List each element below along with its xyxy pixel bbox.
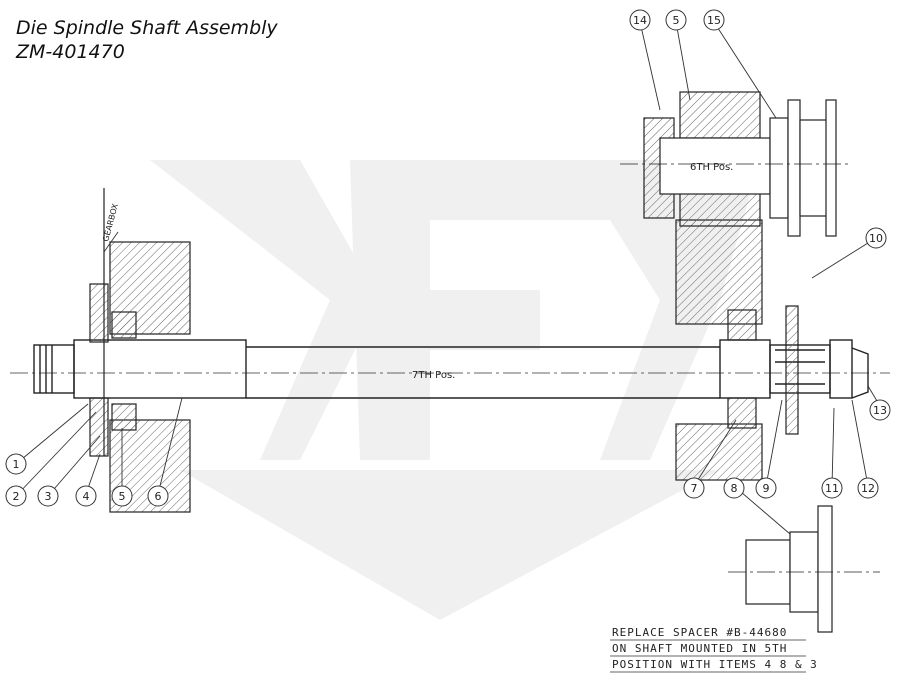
callout-bubbles xyxy=(5,9,891,507)
callout-15: 15 xyxy=(707,14,721,27)
callout-2-bubble xyxy=(5,485,27,507)
callout-8-bubble xyxy=(723,477,745,499)
callout-11-bubble xyxy=(821,477,843,499)
callout-3: 3 xyxy=(45,490,52,503)
callout-5-bubble xyxy=(111,485,133,507)
callout-10-bubble xyxy=(865,227,887,249)
callout-8: 8 xyxy=(731,482,738,495)
callout-12: 12 xyxy=(861,482,875,495)
callout-leaders xyxy=(15,21,881,535)
note-line-2: ON SHAFT MOUNTED IN 5TH xyxy=(612,642,787,655)
title-block: Die Spindle Shaft Assembly ZM-401470 xyxy=(16,16,278,64)
callout-5b-bubble xyxy=(665,9,687,31)
callout-1: 1 xyxy=(13,458,20,471)
callout-5b: 5 xyxy=(673,14,680,27)
upper-gear-assembly xyxy=(620,91,850,237)
callout-12-bubble xyxy=(857,477,879,499)
callout-14-bubble xyxy=(629,9,651,31)
callout-13-bubble xyxy=(869,399,891,421)
spindle-shaft xyxy=(33,339,869,399)
callout-7-bubble xyxy=(683,477,705,499)
note-line-3: POSITION WITH ITEMS 4 8 & 3 xyxy=(612,658,818,671)
watermark-logo xyxy=(150,160,760,620)
callout-3-bubble xyxy=(37,485,59,507)
centerline-7th-label: 7TH Pos. xyxy=(412,370,455,381)
callout-14: 14 xyxy=(633,14,647,27)
callout-5: 5 xyxy=(119,490,126,503)
callout-7: 7 xyxy=(691,482,698,495)
callout-10: 10 xyxy=(869,232,883,245)
callout-9: 9 xyxy=(763,482,770,495)
spacer-note: REPLACE SPACER #B-44680 ON SHAFT MOUNTED… xyxy=(610,626,818,673)
callout-2: 2 xyxy=(13,490,20,503)
callout-15-bubble xyxy=(703,9,725,31)
centerline-6th-label: 6TH Pos. xyxy=(690,162,733,173)
callout-13: 13 xyxy=(873,404,887,417)
callout-11: 11 xyxy=(825,482,839,495)
note-line-1: REPLACE SPACER #B-44680 xyxy=(612,626,787,639)
callout-4-bubble xyxy=(75,485,97,507)
callout-4: 4 xyxy=(83,490,90,503)
callout-6: 6 xyxy=(155,490,162,503)
callout-1-bubble xyxy=(5,453,27,475)
callout-9-bubble xyxy=(755,477,777,499)
right-housing xyxy=(675,219,799,481)
drawing-title: Die Spindle Shaft Assembly xyxy=(16,17,278,39)
spacer-detail xyxy=(728,505,880,633)
part-number: ZM-401470 xyxy=(16,41,125,63)
callout-numbers: 1 2 3 4 5 6 7 8 9 10 11 12 13 14 5 15 xyxy=(13,14,888,503)
callout-6-bubble xyxy=(147,485,169,507)
